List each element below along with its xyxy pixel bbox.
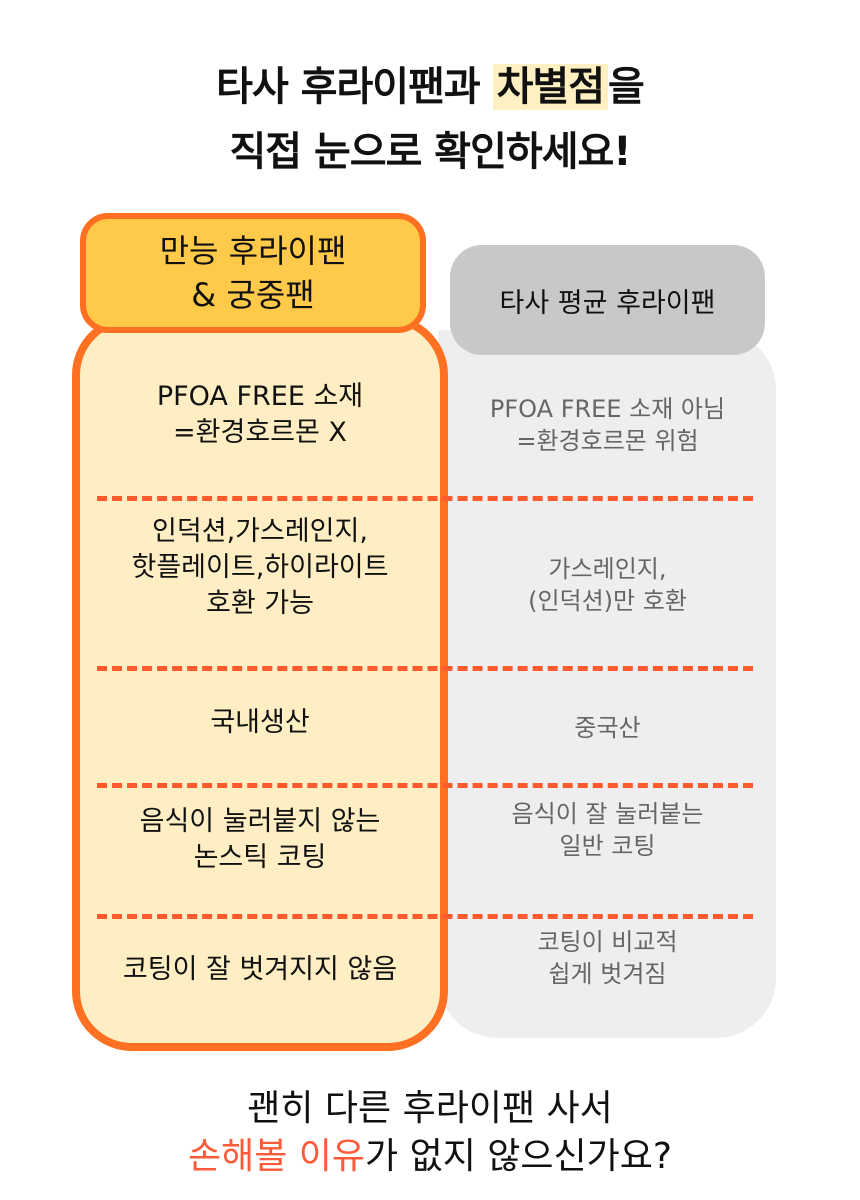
page-title-line2: 직접 눈으로 확인하세요! bbox=[229, 129, 631, 175]
our-header-line1: 만능 후라이팬 bbox=[159, 232, 347, 270]
competitor-header: 타사 평균 후라이팬 bbox=[450, 245, 765, 355]
others-row-4: 음식이 잘 눌러붙는 일반 코팅 bbox=[511, 800, 704, 860]
closing-line1: 괜히 다른 후라이팬 사서 bbox=[247, 1088, 613, 1129]
closing-highlight: 손해볼 이유 bbox=[187, 1136, 366, 1177]
title-text: 을 bbox=[608, 64, 645, 110]
ours-row-5: 코팅이 잘 벗겨지지 않음 bbox=[122, 954, 398, 985]
our-header-line2: & 궁중팬 bbox=[191, 276, 315, 314]
others-row-2: 가스레인지, (인덕션)만 호환 bbox=[528, 555, 687, 615]
title-highlight: 차별점 bbox=[492, 64, 609, 110]
competitor-card bbox=[438, 330, 776, 1038]
others-row-5: 코팅이 비교적 쉽게 벗겨짐 bbox=[537, 928, 678, 988]
row-divider bbox=[97, 496, 753, 501]
ours-row-4: 음식이 눌러붙지 않는 논스틱 코팅 bbox=[139, 806, 381, 873]
others-row-3: 중국산 bbox=[574, 713, 641, 742]
others-row-1: PFOA FREE 소재 아님 =환경호르몬 위험 bbox=[489, 395, 726, 455]
row-divider bbox=[97, 783, 753, 788]
ours-row-3: 국내생산 bbox=[210, 706, 310, 738]
title-text: 타사 후라이팬과 bbox=[216, 64, 493, 110]
our-product-card bbox=[72, 315, 448, 1051]
ours-row-2: 인덕션,가스레인지, 핫플레이트,하이라이트 호환 가능 bbox=[131, 515, 389, 619]
our-product-header: 만능 후라이팬 & 궁중팬 bbox=[80, 213, 426, 333]
row-divider bbox=[97, 914, 753, 919]
closing-line2: 손해볼 이유가 없지 않으신가요? bbox=[0, 1133, 860, 1181]
row-divider bbox=[97, 666, 753, 671]
ours-row-1: PFOA FREE 소재 =환경호르몬 X bbox=[156, 381, 364, 448]
closing-text: 가 없지 않으신가요? bbox=[365, 1136, 672, 1177]
